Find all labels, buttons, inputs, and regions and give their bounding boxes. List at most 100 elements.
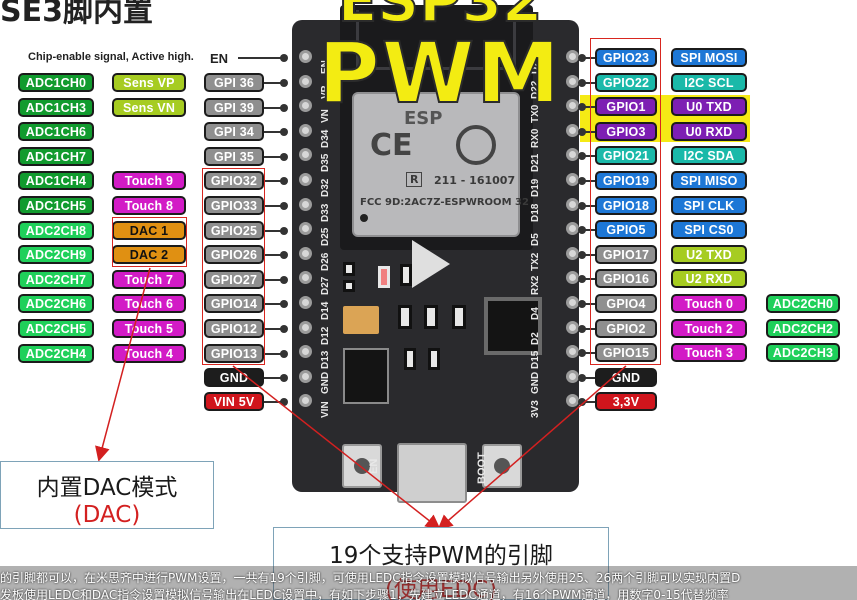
en-button[interactable] [342,444,382,488]
dac-callout-sub: (DAC) [73,502,141,528]
header-hole [299,198,312,211]
pin-leader-line [264,401,282,403]
pwm-callout-main: 19个支持PWM的引脚 [329,543,553,569]
pin-leader-line [582,229,596,231]
header-hole [566,222,579,235]
pin-leader-dot [280,177,288,185]
func-label-right: I2C SCL [671,73,747,92]
header-hole [566,394,579,407]
gpio-label-right: GPIO23 [595,48,657,67]
pin-leader-line [582,401,596,403]
header-hole [566,345,579,358]
pin-leader-dot [280,374,288,382]
header-hole [299,394,312,407]
smd-component [428,348,440,370]
gpio-label-right: GPIO1 [595,97,657,116]
adc-label-left: ADC1CH5 [18,196,94,215]
gpio-label-right: GPIO22 [595,73,657,92]
pin-leader-line [264,303,282,305]
header-hole [299,271,312,284]
pin-leader-dot [280,104,288,112]
smd-component [404,348,416,370]
gpio-label-right: GPIO5 [595,220,657,239]
pin-leader-dot [280,153,288,161]
pin-leader-line [264,131,282,133]
boot-button[interactable] [482,444,522,488]
video-overlay-title: ESP32 PWM [250,0,630,119]
func-label-left: Touch 8 [112,196,186,215]
pin-leader-dot [280,300,288,308]
gpio-label-left: GPIO13 [204,344,264,363]
func-label-left: Touch 6 [112,294,186,313]
header-hole [299,173,312,186]
pin-leader-line [238,57,282,59]
header-hole [566,370,579,383]
pin-leader-line [582,180,596,182]
rf-shield [352,92,520,237]
pin-leader-dot [280,202,288,210]
smd-component [400,264,412,286]
func-label-right: Touch 2 [671,319,747,338]
func-label-left: Touch 5 [112,319,186,338]
pin-leader-line [582,377,596,379]
pin-leader-line [582,131,596,133]
adc-label-left: ADC1CH7 [18,147,94,166]
func-label-left: Touch 4 [112,344,186,363]
pin-leader-line [582,57,596,59]
gpio-label-left: GPIO32 [204,171,264,190]
gpio-label-left: GPIO25 [204,221,264,240]
pin-leader-line [264,107,282,109]
en-label: EN [210,51,229,66]
adc-label-left: ADC1CH3 [18,98,94,117]
pin-leader-line [264,328,282,330]
pin-leader-line [264,156,282,158]
header-hole [566,75,579,88]
tantalum-capacitor [343,306,379,334]
func-label-left: DAC 2 [112,245,186,264]
heading-partial: SE3脚内置 [0,0,153,29]
smd-component [343,262,355,276]
func-label-right: SPI MISO [671,171,747,190]
gpio-label-left: GPI 39 [204,98,264,117]
pin-leader-dot [280,350,288,358]
gpio-label-right: GPIO3 [595,122,657,141]
shield-dot [360,214,368,222]
pin-leader-line [582,155,596,157]
gpio-label-left: GPIO26 [204,245,264,264]
pwm-callout-sub: (使用EDC) [384,577,498,600]
func-label-right: U0 TXD [671,97,747,116]
header-hole [566,198,579,211]
adc-label-right: ADC2CH0 [766,294,840,313]
pwm-left-outline [202,168,265,365]
pin-leader-line [582,254,596,256]
pwm-right-outline [590,38,661,365]
power-label-right: GND [595,368,657,387]
func-label-right: SPI CS0 [671,220,747,239]
header-hole [299,148,312,161]
pin-leader-line [582,278,596,280]
pin-leader-dot [280,325,288,333]
gpio-label-right: GPIO15 [595,343,657,362]
pin-leader-dot [280,251,288,259]
pin-leader-line [264,254,282,256]
smd-component [343,280,355,292]
adc-label-left: ADC2CH6 [18,294,94,313]
header-hole [299,321,312,334]
pin-leader-dot [280,227,288,235]
gpio-label-right: GPIO4 [595,294,657,313]
usb-uart-chip [484,297,542,355]
overlay-title-line1: ESP32 [337,0,544,35]
pin-leader-dot [280,54,288,62]
gpio-label-left: GPIO14 [204,294,264,313]
play-icon[interactable] [412,240,450,288]
header-hole [299,222,312,235]
header-hole [566,148,579,161]
pin-leader-line [264,205,282,207]
header-hole [566,50,579,63]
power-label-left: VIN 5V [204,392,264,411]
func-label-right: SPI MOSI [671,48,747,67]
func-label-right: U2 TXD [671,245,747,264]
header-hole [299,75,312,88]
smd-component [452,305,466,329]
